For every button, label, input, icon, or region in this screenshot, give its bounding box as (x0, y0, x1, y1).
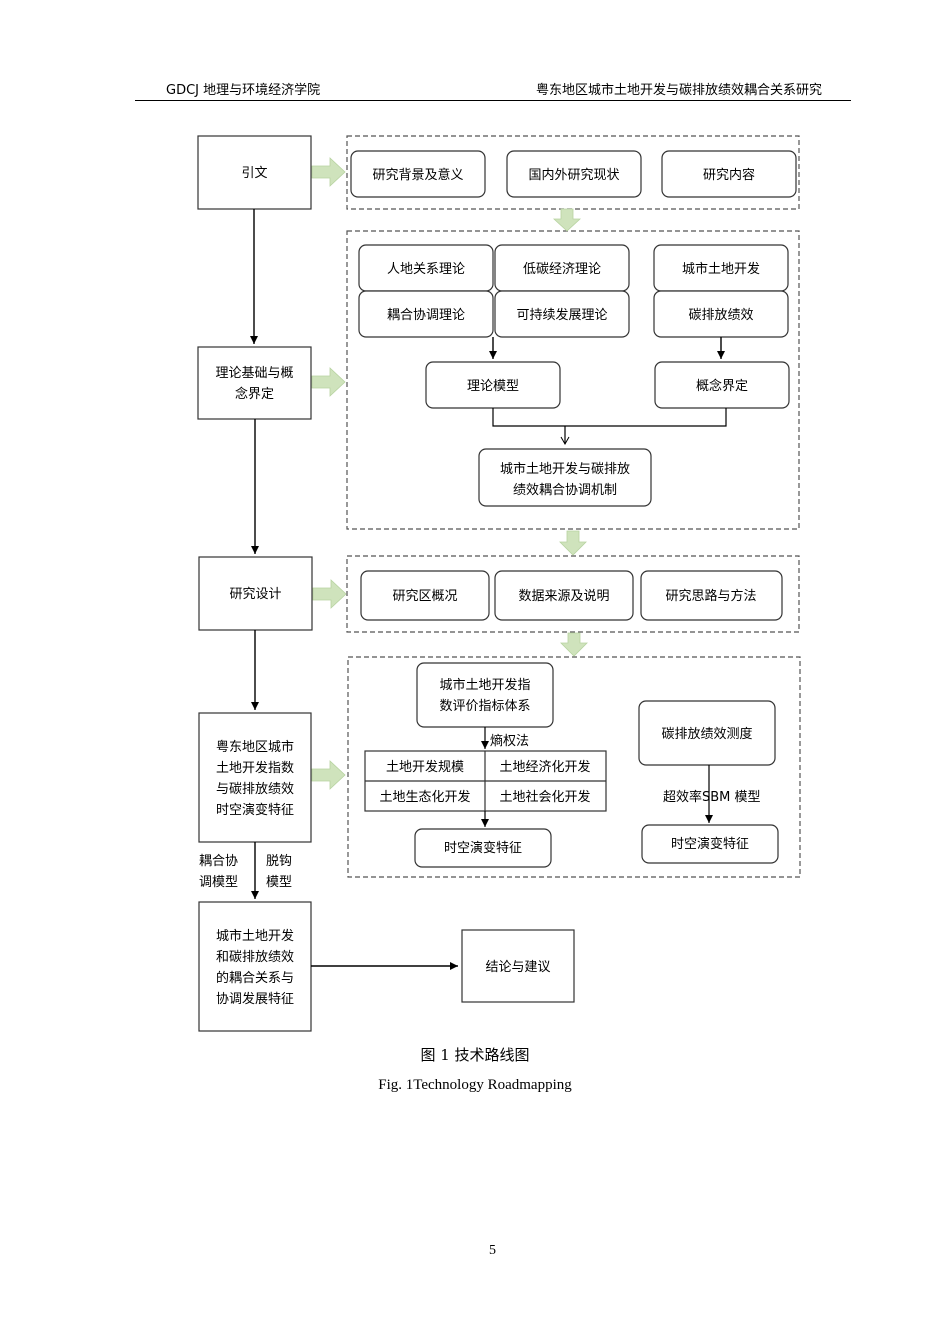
green-arrow-down-3 (560, 632, 588, 657)
label-theory-model: 理论模型 (467, 379, 519, 394)
box-index-system (416, 662, 554, 728)
box-st-features-right (641, 824, 779, 864)
box-theory-basis (197, 346, 312, 420)
header-rule (135, 100, 851, 101)
green-arrow-right-analysis (311, 760, 346, 790)
label-carbon-performance: 碳排放绩效 (688, 308, 753, 323)
dashed-region-design (346, 555, 800, 633)
label-concept-definition: 概念界定 (696, 378, 748, 394)
box-research-background (350, 150, 486, 198)
label-entropy-method: 熵权法 (490, 733, 529, 749)
box-conclusion (461, 929, 575, 1003)
label-coupling-mechanism-2: 绩效耦合协调机制 (513, 483, 617, 498)
label-conclusion: 结论与建议 (485, 960, 550, 975)
label-research-design: 研究设计 (229, 587, 281, 602)
label-coupling-relation-1: 城市土地开发 (216, 928, 294, 944)
box-coupling-relation (198, 901, 312, 1032)
label-land-dev-scale: 土地开发规模 (386, 759, 464, 775)
header-right: 粤东地区城市土地开发与碳排放绩效耦合关系研究 (535, 83, 822, 98)
label-st-features-left: 时空演变特征 (444, 840, 522, 856)
label-sbm-model: 超效率SBM 模型 (663, 789, 761, 805)
label-spatiotemporal-1: 粤东地区城市 (216, 739, 294, 755)
label-coupling-model-1: 耦合协 (199, 854, 238, 869)
label-decoupling-model-1: 脱钩 (266, 854, 292, 869)
box-carbon-measure (638, 700, 776, 766)
box-sustainable-theory (494, 290, 630, 338)
label-decoupling-model-2: 模型 (266, 875, 292, 890)
box-concept-definition (654, 361, 790, 409)
box-research-methods (640, 570, 783, 621)
label-carbon-measure: 碳排放绩效测度 (661, 726, 752, 742)
label-coupling-model-2: 调模型 (199, 875, 238, 890)
label-coupling-relation-3: 的耦合关系与 (216, 970, 294, 986)
box-coupling-mechanism (478, 448, 652, 507)
connector-model-concept (492, 408, 727, 427)
box-data-source (494, 570, 634, 621)
box-research-content (661, 150, 797, 198)
label-data-source: 数据来源及说明 (518, 589, 609, 604)
label-research-content: 研究内容 (703, 167, 755, 183)
label-coupling-relation-4: 协调发展特征 (216, 991, 294, 1007)
label-research-background: 研究背景及意义 (372, 167, 463, 183)
label-urban-land-dev: 城市土地开发 (682, 261, 760, 277)
label-coupling-relation-2: 和碳排放绩效 (216, 950, 294, 965)
box-research-status (506, 150, 642, 198)
green-arrow-right-design (312, 579, 347, 609)
dashed-region-analysis (347, 656, 801, 878)
label-land-ecological-dev: 土地生态化开发 (379, 789, 470, 805)
label-research-status: 国内外研究现状 (528, 167, 619, 183)
label-study-area: 研究区概况 (392, 589, 457, 604)
green-arrow-right-theory (311, 367, 346, 397)
green-arrow-down-2 (559, 530, 587, 556)
label-sustainable-theory: 可持续发展理论 (516, 307, 607, 323)
label-lowcarbon-theory: 低碳经济理论 (523, 262, 601, 277)
label-theory-basis-2: 念界定 (235, 386, 274, 402)
green-arrow-down-1 (552, 208, 582, 232)
box-study-area (360, 570, 490, 621)
label-land-social-dev: 土地社会化开发 (499, 789, 590, 805)
box-coupling-theory (358, 290, 494, 338)
label-intro: 引文 (241, 166, 267, 181)
dashed-region-theory (346, 230, 800, 530)
label-spatiotemporal-4: 时空演变特征 (216, 802, 294, 818)
label-index-system-2: 数评价指标体系 (439, 699, 530, 714)
page-number: 5 (489, 1243, 496, 1258)
label-coupling-mechanism-1: 城市土地开发与碳排放 (500, 461, 630, 477)
label-index-system-1: 城市土地开发指 (439, 677, 530, 693)
label-st-features-right: 时空演变特征 (671, 836, 749, 852)
dashed-region-intro (346, 135, 800, 210)
label-spatiotemporal-2: 土地开发指数 (216, 760, 294, 776)
box-intro (197, 135, 312, 210)
label-research-methods: 研究思路与方法 (665, 588, 756, 604)
figure-caption-cn: 图 1 技术路线图 (420, 1046, 530, 1064)
figure-caption-en: Fig. 1Technology Roadmapping (378, 1077, 572, 1093)
box-st-features-left (414, 828, 552, 868)
label-human-land-theory: 人地关系理论 (387, 262, 465, 277)
box-spatiotemporal (198, 712, 312, 843)
label-land-economic-dev: 土地经济化开发 (499, 759, 590, 775)
label-spatiotemporal-3: 与碳排放绩效 (216, 782, 294, 797)
label-coupling-theory: 耦合协调理论 (387, 308, 465, 323)
green-arrow-right-intro (311, 157, 346, 187)
label-theory-basis-1: 理论基础与概 (215, 366, 293, 381)
header-left: GDCJ 地理与环境经济学院 (166, 83, 321, 98)
box-research-design (198, 556, 313, 631)
